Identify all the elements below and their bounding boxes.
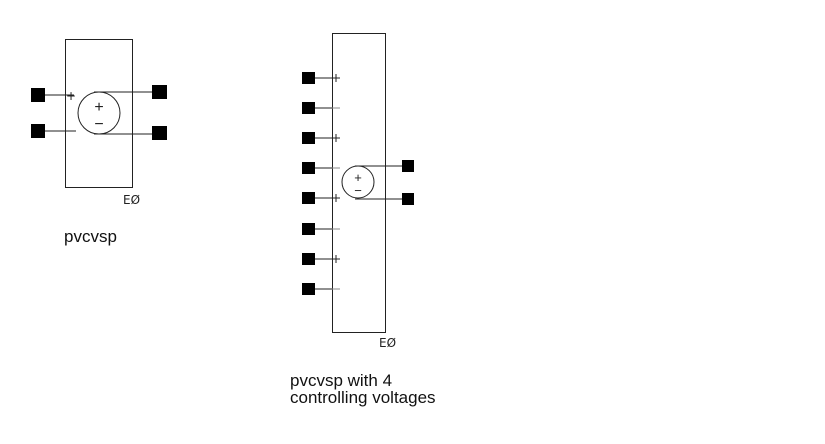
symbol-caption: pvcvsp with 4 controlling voltages [290,372,436,406]
pin-square[interactable] [302,72,315,84]
pin-output-plus[interactable] [94,85,167,99]
source-minus-sign: − [354,183,362,198]
pin-control-plus[interactable] [302,132,340,144]
source-minus-sign: − [94,116,103,133]
pin-square[interactable] [31,88,45,102]
pvcvsp-symbol[interactable]: + + − EØ [31,39,167,208]
voltage-source-icon: + − [77,91,121,135]
caption-line: pvcvsp with 4 [290,371,393,390]
pin-square[interactable] [152,126,167,140]
pin-control-minus[interactable] [302,102,340,114]
caption-line: controlling voltages [290,388,436,407]
pin-control-minus[interactable] [302,223,340,235]
reference-designator: EØ [123,193,140,207]
pin-square[interactable] [152,85,167,99]
pin-control-minus[interactable] [302,162,340,174]
pin-square[interactable] [302,102,315,114]
pin-square[interactable] [31,124,45,138]
pin-output-plus[interactable] [355,160,414,172]
reference-designator: EØ [379,336,396,350]
pin-control-minus[interactable] [302,283,340,295]
pin-control-minus[interactable] [31,124,76,138]
pin-control-plus[interactable] [302,253,340,265]
pin-square[interactable] [302,283,315,295]
pin-square[interactable] [302,192,315,204]
pin-control-plus[interactable] [302,192,340,204]
pin-square[interactable] [302,132,315,144]
source-plus-sign: + [354,170,362,185]
symbol-body [65,39,133,188]
pin-control-plus[interactable] [302,72,340,84]
source-plus-sign: + [94,99,103,116]
pin-square[interactable] [302,253,315,265]
pin-square[interactable] [302,162,315,174]
symbol-body [332,33,386,333]
pin-square[interactable] [302,223,315,235]
pin-polarity-label: + [66,89,76,103]
pvcvsp-4-symbol[interactable]: + − EØ [302,33,414,351]
voltage-source-icon: + − [341,165,375,199]
pin-square[interactable] [402,160,414,172]
pin-square[interactable] [402,193,414,205]
pin-output-minus[interactable] [355,193,414,205]
pin-control-plus[interactable] [31,88,74,102]
pin-output-minus[interactable] [94,126,167,140]
symbol-caption: pvcvsp [64,227,117,246]
